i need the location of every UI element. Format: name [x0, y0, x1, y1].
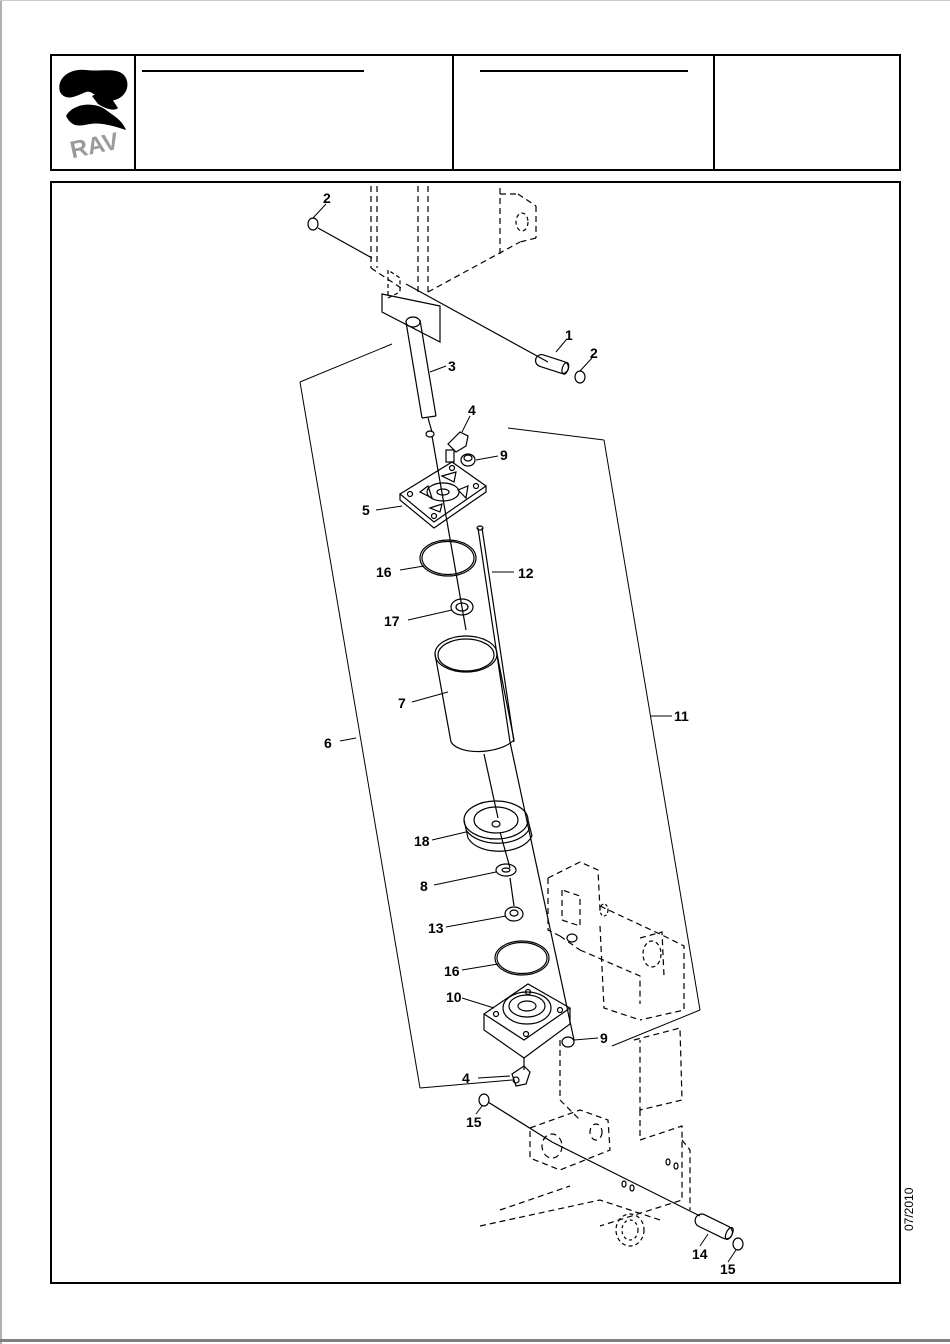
callout-17: 17 — [384, 613, 400, 629]
elbow-fitting-4-upper — [446, 432, 468, 462]
retaining-ring-2-right — [575, 371, 585, 383]
upper-frame-hole — [516, 213, 528, 231]
elbow-fitting-4-lower — [512, 1066, 530, 1086]
callout-11: 11 — [674, 708, 689, 724]
callout-9-lower: 9 — [600, 1030, 608, 1046]
title-block: RAV — [50, 54, 901, 171]
callout-12: 12 — [518, 565, 534, 581]
lower-frame-outline — [480, 862, 690, 1226]
o-ring-16-upper — [420, 540, 476, 576]
retaining-ring-2-upper-left — [308, 218, 318, 230]
callout-2-right: 2 — [590, 345, 598, 361]
upper-frame-outline — [371, 186, 536, 292]
callout-labels: 2 1 2 3 4 9 5 16 12 17 7 6 11 18 8 13 16… — [323, 190, 736, 1277]
callout-13: 13 — [428, 920, 444, 936]
callout-2-upper-left: 2 — [323, 190, 331, 206]
title-field-2-line — [480, 70, 688, 72]
retaining-ring-15-right — [733, 1238, 743, 1250]
tie-rod-12 — [478, 528, 574, 1040]
date-stamp: 07/2010 — [898, 1165, 924, 1235]
piston-18 — [464, 801, 532, 851]
callout-10: 10 — [446, 989, 462, 1005]
callout-5: 5 — [362, 502, 370, 518]
title-field-1 — [136, 56, 454, 169]
callout-1: 1 — [565, 327, 573, 343]
lower-clevis — [530, 1110, 610, 1170]
callout-15-left: 15 — [466, 1114, 482, 1130]
page-edge-bottom — [0, 1339, 950, 1342]
title-field-1-line — [142, 70, 364, 72]
cylinder-barrel-7 — [435, 636, 514, 752]
page-edge-top — [0, 0, 950, 1]
nut-13 — [505, 907, 523, 921]
callout-18: 18 — [414, 833, 430, 849]
page-edge-left — [0, 0, 2, 1344]
callout-16-upper: 16 — [376, 564, 392, 580]
rav-logo: RAV — [52, 56, 134, 169]
svg-text:RAV: RAV — [68, 128, 121, 165]
callout-leaders — [313, 204, 736, 1262]
exploded-view-drawing: 2 1 2 3 4 9 5 16 12 17 7 6 11 18 8 13 16… — [50, 181, 901, 1284]
cylinder-base-10 — [484, 984, 570, 1058]
o-ring-16-lower — [495, 941, 549, 975]
title-field-3 — [715, 56, 899, 169]
date-stamp-text: 07/2010 — [902, 1187, 916, 1231]
assembly-leader-6 — [300, 344, 512, 1088]
logo-cell: RAV — [52, 56, 136, 169]
callout-8: 8 — [420, 878, 428, 894]
callout-16-lower: 16 — [444, 963, 460, 979]
piston-rod-3 — [406, 317, 436, 437]
nut-9-upper — [461, 454, 475, 466]
retaining-ring-15-left — [479, 1094, 489, 1106]
pin-1 — [534, 353, 570, 375]
nut-9-lower — [562, 1037, 574, 1047]
assembly-leader-11 — [508, 428, 700, 1046]
title-field-2 — [454, 56, 715, 169]
callout-7: 7 — [398, 695, 406, 711]
exploded-view-frame: 2 1 2 3 4 9 5 16 12 17 7 6 11 18 8 13 16… — [50, 181, 901, 1284]
callout-9-upper: 9 — [500, 447, 508, 463]
washer-8 — [496, 864, 516, 876]
cylinder-head-5 — [400, 462, 486, 528]
callout-6: 6 — [324, 735, 332, 751]
callout-4-lower: 4 — [462, 1070, 470, 1086]
callout-14: 14 — [692, 1246, 708, 1262]
cylinder-bracket — [382, 294, 440, 342]
callout-4-upper: 4 — [468, 402, 476, 418]
callout-3: 3 — [448, 358, 456, 374]
callout-15-right: 15 — [720, 1261, 736, 1277]
